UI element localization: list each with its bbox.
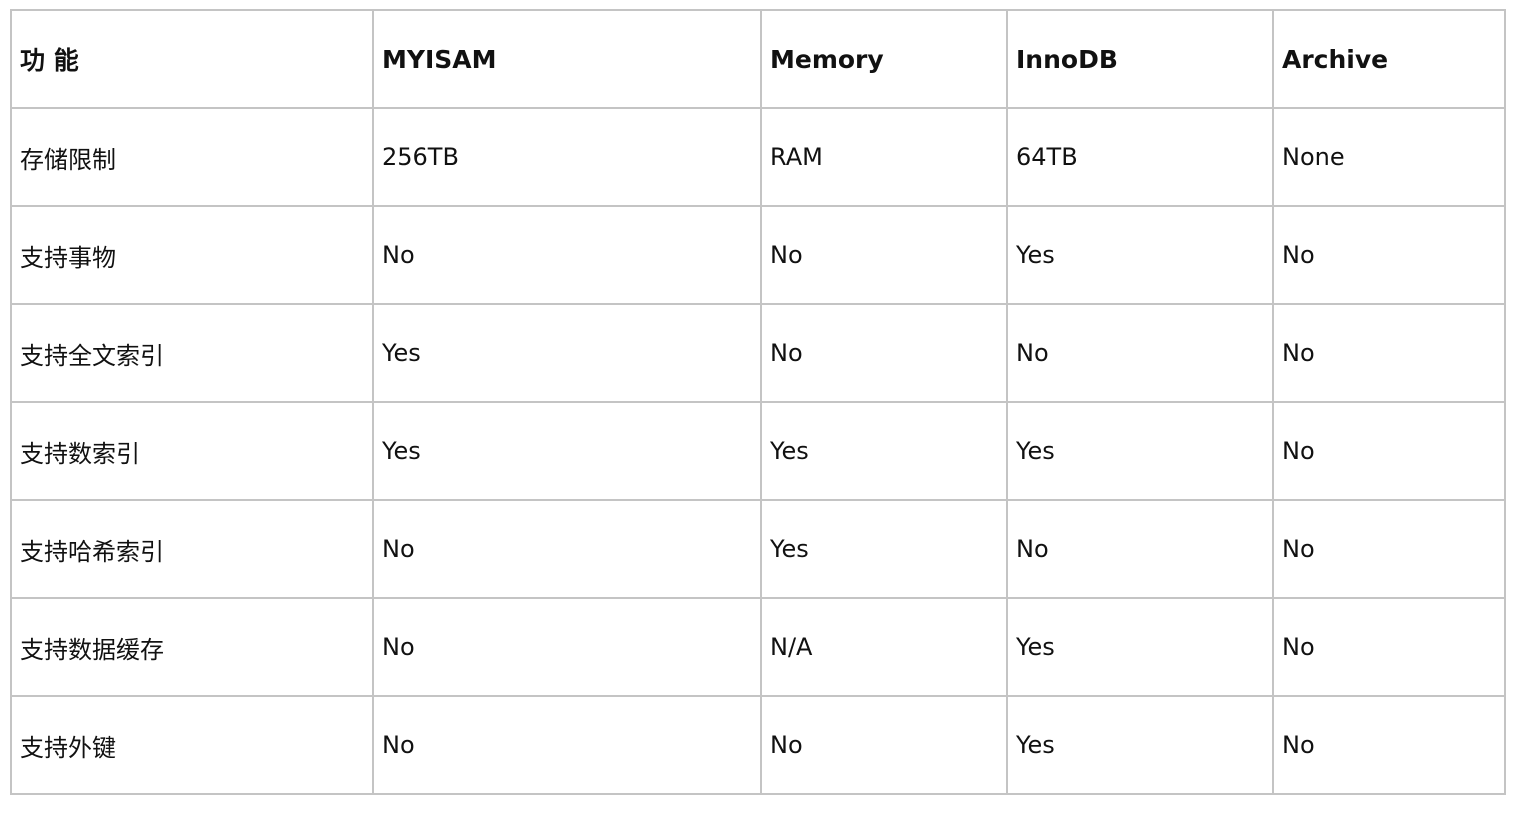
innodb-cell: No [1006,303,1274,403]
innodb-cell: Yes [1006,695,1274,795]
memory-cell: RAM [760,107,1008,207]
comparison-table-container: 功 能 MYISAM Memory InnoDB Archive 存储限制 25… [10,9,1506,795]
table-row: 支持数据缓存 No N/A Yes No [10,597,1506,697]
feature-cell: 支持哈希索引 [10,499,374,599]
archive-cell: None [1272,107,1506,207]
table-row: 支持全文索引 Yes No No No [10,303,1506,403]
feature-cell: 支持全文索引 [10,303,374,403]
header-innodb: InnoDB [1006,9,1274,109]
storage-engine-comparison-table: 功 能 MYISAM Memory InnoDB Archive 存储限制 25… [10,9,1506,795]
table-row: 存储限制 256TB RAM 64TB None [10,107,1506,207]
feature-cell: 支持数据缓存 [10,597,374,697]
archive-cell: No [1272,597,1506,697]
feature-cell: 支持数索引 [10,401,374,501]
memory-cell: Yes [760,401,1008,501]
feature-cell: 支持外键 [10,695,374,795]
memory-cell: No [760,695,1008,795]
feature-cell: 存储限制 [10,107,374,207]
archive-cell: No [1272,695,1506,795]
table-row: 支持哈希索引 No Yes No No [10,499,1506,599]
myisam-cell: Yes [372,401,762,501]
header-myisam: MYISAM [372,9,762,109]
archive-cell: No [1272,499,1506,599]
myisam-cell: No [372,695,762,795]
header-archive: Archive [1272,9,1506,109]
myisam-cell: No [372,205,762,305]
header-memory: Memory [760,9,1008,109]
innodb-cell: 64TB [1006,107,1274,207]
innodb-cell: Yes [1006,205,1274,305]
memory-cell: Yes [760,499,1008,599]
header-feature: 功 能 [10,9,374,109]
archive-cell: No [1272,303,1506,403]
myisam-cell: 256TB [372,107,762,207]
table-row: 支持事物 No No Yes No [10,205,1506,305]
memory-cell: No [760,303,1008,403]
table-row: 支持外键 No No Yes No [10,695,1506,795]
feature-cell: 支持事物 [10,205,374,305]
header-row: 功 能 MYISAM Memory InnoDB Archive [10,9,1506,109]
table-row: 支持数索引 Yes Yes Yes No [10,401,1506,501]
myisam-cell: No [372,499,762,599]
innodb-cell: Yes [1006,401,1274,501]
archive-cell: No [1272,401,1506,501]
memory-cell: N/A [760,597,1008,697]
myisam-cell: Yes [372,303,762,403]
innodb-cell: No [1006,499,1274,599]
innodb-cell: Yes [1006,597,1274,697]
myisam-cell: No [372,597,762,697]
archive-cell: No [1272,205,1506,305]
memory-cell: No [760,205,1008,305]
